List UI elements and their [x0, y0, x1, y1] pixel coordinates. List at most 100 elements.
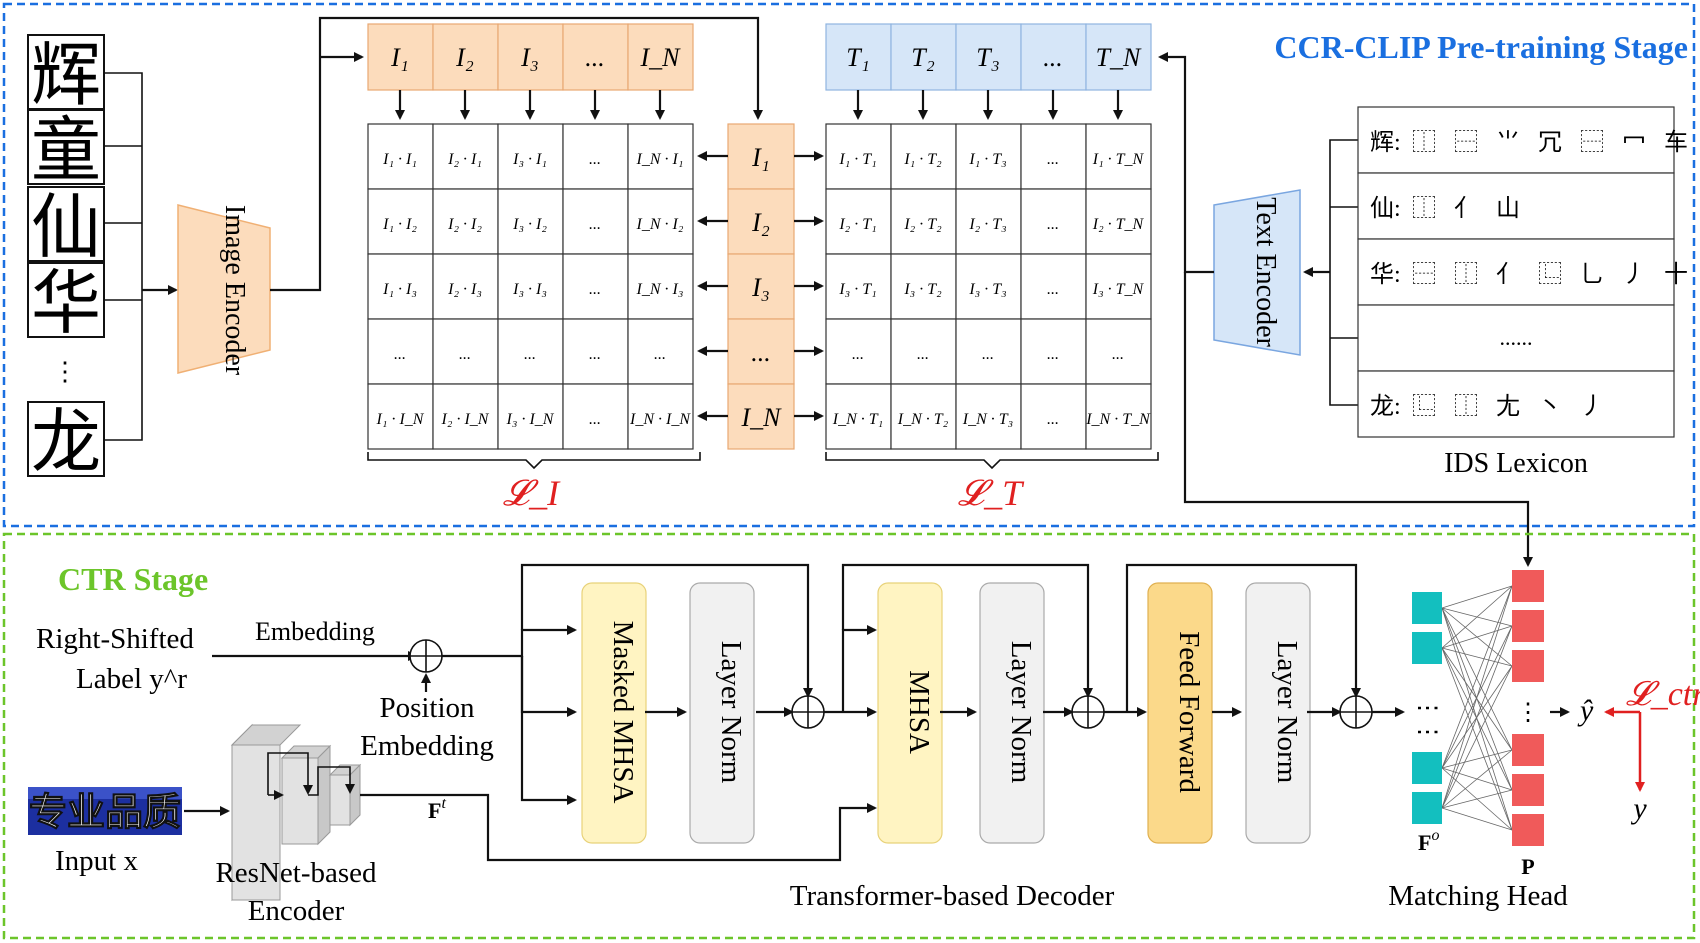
matching-edge	[1441, 607, 1513, 751]
text-matrix-cell-label: ...	[1047, 151, 1059, 168]
text-matrix-cell-label: I₃ · T₂	[903, 281, 942, 298]
text-matrix-cell-label: ...	[852, 346, 864, 363]
input-image: 专业品质	[28, 787, 182, 835]
image-matrix-cell-label: I_N · I₃	[636, 281, 684, 298]
ids-row	[1357, 106, 1675, 174]
text-matrix-cell-label: I₃ · T₁	[838, 281, 876, 298]
encoder-line2: Encoder	[248, 895, 345, 927]
text-matrix-cell-label: I_N · T_N	[1085, 411, 1151, 428]
position-line2: Embedding	[360, 730, 494, 762]
text-matrix-cell-label: I_N · T₂	[897, 411, 949, 428]
encoder-line1: ResNet-based	[215, 857, 377, 889]
text-matrix-cell-label: I₁ · T₁	[838, 151, 876, 168]
p-node	[1512, 650, 1544, 682]
image-matrix-cell-label: ...	[524, 346, 536, 363]
image-matrix-cell-label: ...	[459, 346, 471, 363]
ids-components: ⿱ ⿰ 亻 ⿺ 乚 丿 十	[1412, 261, 1694, 288]
image-matrix-cell-label: I₁ · I₃	[382, 281, 417, 298]
decoder-block-label: Layer Norm	[1271, 641, 1303, 784]
text-matrix-cell	[955, 253, 1022, 320]
image-matrix-cell	[627, 253, 694, 320]
text-matrix-cell-label: ...	[1112, 346, 1124, 363]
text-feature-box	[890, 23, 957, 91]
image-feature-label: I₃	[520, 43, 539, 72]
text-matrix-cell	[1085, 123, 1152, 190]
text-matrix-cell-label: ...	[982, 346, 994, 363]
image-matrix-cell	[627, 383, 694, 450]
image-loss-brace	[367, 452, 701, 470]
matching-head-label: Matching Head	[1388, 880, 1568, 912]
text-feature-box	[825, 23, 892, 91]
image-matrix-cell-label: I₂ · I₁	[447, 151, 482, 168]
text-matrix-cell-label: ...	[1047, 216, 1059, 233]
input-char: 龙	[31, 405, 101, 482]
image-feature-label: I_N	[640, 43, 682, 72]
text-feature-label: T_N	[1096, 43, 1142, 72]
image-matrix-cell-label: I₁ · I_N	[376, 411, 425, 428]
p-node	[1512, 610, 1544, 642]
ids-ellipsis: ......	[1500, 325, 1533, 350]
ft-label: Ft	[428, 795, 446, 823]
text-matrix-cell	[1085, 188, 1152, 255]
ctr-loss: 𝓛_ctr	[1626, 676, 1700, 713]
image-matrix-cell-label: I₃ · I₁	[512, 151, 547, 168]
image-encoder	[177, 204, 271, 374]
image-matrix-cell-label: I_N · I₁	[636, 151, 684, 168]
image-matrix-cell	[627, 188, 694, 255]
image-matrix-cell-label: I_N · I_N	[629, 411, 691, 428]
image-matrix-cell	[367, 253, 434, 320]
text-matrix-cell	[1020, 318, 1087, 385]
ids-components: ⿰ 亻 山	[1412, 195, 1526, 222]
label-line1: Right-Shifted	[36, 623, 194, 655]
fo-node	[1412, 752, 1442, 784]
p-label: P	[1521, 854, 1534, 879]
text-feature-label: ...	[1043, 43, 1063, 72]
text-loss-brace	[825, 452, 1159, 470]
image-matrix-cell	[367, 318, 434, 385]
text-feature-box	[1085, 23, 1152, 91]
ids-char: 辉:	[1370, 130, 1401, 156]
text-matrix-cell-label: I₃ · T_N	[1092, 281, 1145, 298]
image-loss: 𝓛_I	[503, 473, 561, 513]
image-matrix-cell-label: I₁ · I₂	[382, 216, 417, 233]
p-node	[1512, 570, 1544, 602]
text-loss: 𝓛_T	[958, 473, 1025, 513]
p-node	[1512, 774, 1544, 806]
position-line1: Position	[379, 692, 475, 724]
matching-edge	[1441, 647, 1513, 791]
image-feature-box	[627, 23, 694, 91]
image-matrix-cell-label: I₂ · I₃	[447, 281, 482, 298]
mid-feature-box	[727, 383, 795, 450]
image-matrix-cell-label: ...	[589, 216, 601, 233]
pretrain-stage-title: CCR-CLIP Pre-training Stage	[1274, 29, 1688, 65]
text-matrix-cell-label: I_N · T₁	[832, 411, 883, 428]
text-encoder-label: Text Encoder	[1250, 197, 1281, 347]
ids-lexicon-table: 辉:⿰ ⿱ ⺌ 冗 ⿱ 冖 车仙:⿰ 亻 山华:⿱ ⿰ 亻 ⿺ 乚 丿 十...…	[1357, 106, 1694, 438]
text-encoder	[1213, 189, 1301, 356]
text-feature-label: T₂	[911, 43, 935, 72]
p-node	[1512, 734, 1544, 766]
label-line2: Label y^r	[76, 663, 187, 695]
image-matrix-cell	[367, 188, 434, 255]
mid-feature-label: I₁	[751, 143, 770, 172]
mid-feature-box	[727, 123, 795, 190]
text-matrix-cell-label: I₁ · T₃	[968, 151, 1006, 168]
text-matrix-cell	[1085, 253, 1152, 320]
add-symbol	[1340, 696, 1372, 728]
text-matrix-cell	[890, 383, 957, 450]
image-matrix-cell	[562, 318, 629, 385]
decoder-block-label: Masked MHSA	[607, 621, 639, 804]
image-matrix-cell-label: I_N · I₂	[636, 216, 684, 233]
image-matrix-cell-label: I₂ · I_N	[441, 411, 490, 428]
matching-edge	[1441, 585, 1513, 609]
matching-edge	[1441, 665, 1513, 809]
image-matrix-cell-label: ...	[589, 346, 601, 363]
image-matrix-cell	[497, 188, 564, 255]
text-matrix-cell	[890, 253, 957, 320]
